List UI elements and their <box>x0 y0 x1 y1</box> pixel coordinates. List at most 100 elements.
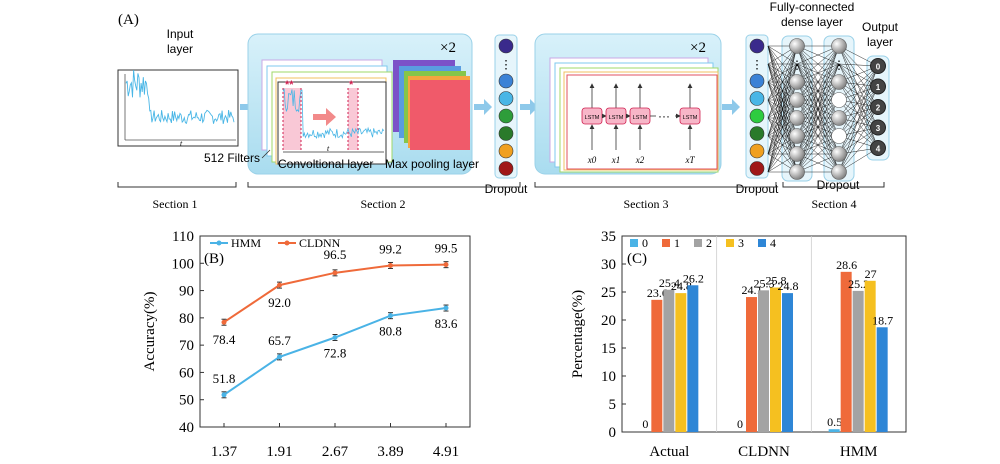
x-tick-label-b: 1.91 <box>266 444 292 460</box>
arrow-2 <box>474 99 492 115</box>
bar-label: 27 <box>865 267 877 281</box>
dropout-label-1: Dropout <box>485 182 528 196</box>
connection <box>838 63 879 108</box>
dropout-node <box>498 126 514 141</box>
connection <box>767 45 798 173</box>
connection <box>838 45 879 128</box>
data-label-cldnn: 78.4 <box>213 332 236 347</box>
dense-node <box>789 92 805 108</box>
point-cldnn <box>388 262 393 268</box>
connection <box>838 127 879 173</box>
repeat-label-section-2: ×2 <box>440 40 456 56</box>
bar-actual-4 <box>687 285 699 432</box>
dense-ellipsis: ⋮ <box>833 58 845 72</box>
connection <box>838 65 879 119</box>
panel-b-label: (B) <box>204 251 224 267</box>
y-tick-label-c: 10 <box>601 369 616 385</box>
output-node-label: 3 <box>876 124 881 133</box>
dropout-column-1: ⋮ <box>494 34 518 179</box>
dropout-node <box>498 108 514 124</box>
data-label-cldnn: 99.2 <box>379 241 402 256</box>
connection <box>838 65 879 137</box>
legend-swatch-4 <box>758 239 766 247</box>
point-cldnn <box>221 319 227 325</box>
lstm-cell-label: LSTM <box>683 115 698 121</box>
connection <box>796 45 840 101</box>
y-axis-label-b: Accuracy(%) <box>142 292 158 372</box>
dropout-node <box>498 143 514 159</box>
connection <box>796 45 840 83</box>
y-tick-label-c: 20 <box>601 313 616 329</box>
bar-label: 28.6 <box>836 258 857 272</box>
bar-hmm-4 <box>876 327 888 432</box>
output-node-label: 1 <box>876 83 881 92</box>
section-bracket <box>117 182 237 188</box>
y-tick-label-c: 15 <box>601 341 616 357</box>
output-node <box>870 119 886 136</box>
bar-label: 0.5 <box>827 415 842 429</box>
section-4-label: Section 4 <box>812 197 857 211</box>
x-tick-label-c: CLDNN <box>738 444 790 460</box>
legend-marker <box>216 240 222 246</box>
connection <box>796 117 840 173</box>
dense-node <box>831 164 847 180</box>
legend-label-1: 1 <box>674 236 680 250</box>
connection <box>838 45 879 87</box>
section-bracket <box>782 182 885 188</box>
bar-hmm-3 <box>864 280 876 432</box>
connection <box>838 86 879 137</box>
y-tick-label-b: 50 <box>179 393 194 409</box>
dense-connections <box>767 45 879 173</box>
data-label-cldnn: 92.0 <box>268 295 291 310</box>
x-tick-label-b: 3.89 <box>377 444 403 460</box>
bar-label: 24.8 <box>671 279 692 293</box>
x-tick-label-c: Actual <box>649 444 689 460</box>
legend-label-4: 4 <box>770 236 776 250</box>
panel-a-label: (A) <box>118 12 139 28</box>
connection <box>838 106 879 137</box>
dense-node <box>789 110 805 126</box>
dropout-node <box>498 38 514 54</box>
dense-node <box>831 146 847 162</box>
dense-node <box>789 128 805 144</box>
section-bracket <box>534 182 777 188</box>
y-tick-label-b: 110 <box>172 229 194 245</box>
y-tick-label-b: 90 <box>179 284 194 300</box>
x-tick-label-c: HMM <box>840 444 878 460</box>
x-tick-label-b: 2.67 <box>322 444 349 460</box>
lstm-input-label: x1 <box>611 155 621 165</box>
bar-actual-1 <box>651 299 663 432</box>
output-node-label: 4 <box>876 145 881 154</box>
y-tick-label-c: 25 <box>601 285 616 301</box>
bar-actual-3 <box>675 293 687 432</box>
lstm-input-label: x2 <box>635 155 645 165</box>
bar-label: 25.4 <box>659 276 680 290</box>
dropout-column-2: ⋮ <box>745 34 769 179</box>
filters-label: 512 Filters <box>204 151 260 165</box>
y-tick-label-b: 100 <box>172 256 195 272</box>
lstm-input-label: x0 <box>587 155 597 165</box>
dropout-ellipsis: ⋮ <box>751 58 763 72</box>
connection <box>838 106 879 173</box>
x-tick-label-b: 1.37 <box>211 444 238 460</box>
connection <box>796 45 840 119</box>
section-brackets <box>117 182 885 188</box>
dense-node <box>831 38 847 54</box>
dense-node <box>789 164 805 180</box>
input-axis-t: t <box>180 139 183 148</box>
dropout-node <box>749 108 765 124</box>
data-label-hmm: 72.8 <box>324 346 347 361</box>
connection <box>838 106 879 155</box>
data-label-cldnn: 99.5 <box>435 241 458 256</box>
bar-label: 24.1 <box>742 283 763 297</box>
legend-label-0: 0 <box>642 236 648 250</box>
y-tick-label-c: 5 <box>609 397 617 413</box>
lstm-cell-label: LSTM <box>585 115 600 121</box>
legend-swatch-2 <box>694 239 702 247</box>
dropout-node <box>498 91 514 106</box>
input-layer-title-2: layer <box>167 42 193 56</box>
panel-c-label: (C) <box>627 251 647 267</box>
